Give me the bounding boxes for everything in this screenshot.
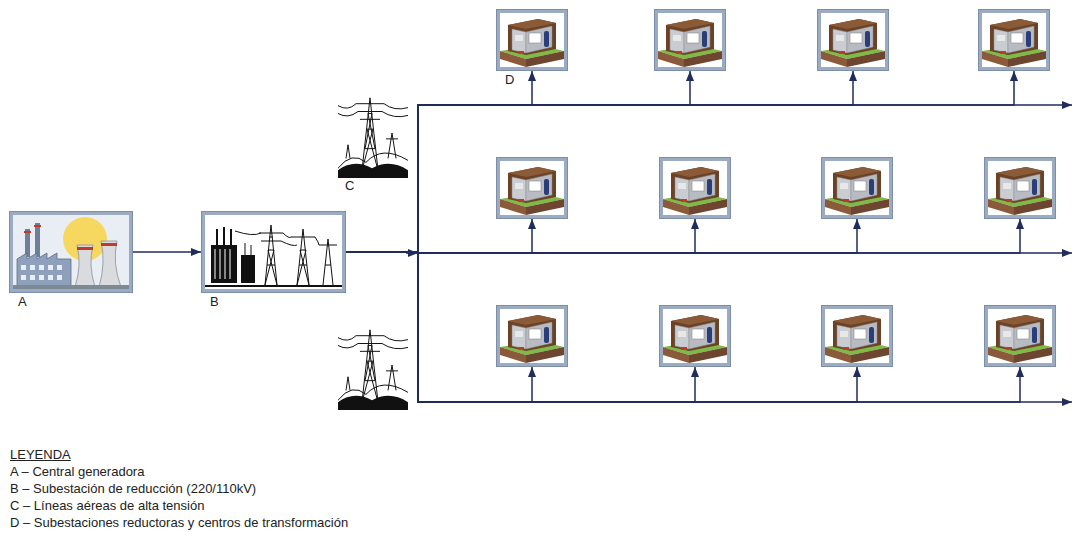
node-letter: A [18,294,27,309]
connector [345,219,695,253]
connector [345,219,532,253]
legend-text: A – Central generadora [10,464,144,479]
transformer-center-box [497,306,567,366]
transformer-center-box: D [497,10,567,70]
legend-text: B – Subestación de reducción (220/110kV) [10,481,256,496]
legend-text: D – Subestaciones reductoras y centros d… [10,515,348,530]
legend-heading: LEYENDA [10,446,348,463]
transformer-center-box [985,158,1055,218]
node-illustration [825,161,889,215]
line-letter: C [345,178,354,193]
node-illustration [663,161,727,215]
substation-box: B [202,212,345,292]
power-plant-box: A [10,212,132,292]
node-illustration [988,161,1052,215]
legend-entry: B – Subestación de reducción (220/110kV) [10,480,348,497]
legend-entry: D – Subestaciones reductoras y centros d… [10,514,348,531]
connector [345,71,690,252]
legend: LEYENDAA – Central generadora B – Subesta… [10,446,348,531]
node-illustration [821,13,885,67]
transformer-center-box [822,306,892,366]
transformer-center-box [818,10,888,70]
connector [345,252,857,402]
connector [345,219,857,253]
node-illustration [663,309,727,363]
node-illustration [500,13,564,67]
node-illustration [13,215,129,289]
legend-entry: C – Líneas aéreas de alta tensión [10,497,348,514]
transformer-center-box [822,158,892,218]
node-letter: B [210,294,219,309]
connector [345,219,1020,253]
node-illustration [205,215,342,289]
transformer-center-box [660,158,730,218]
node-illustration [658,13,722,67]
node-illustration [982,13,1046,67]
overhead-line-icon [338,330,408,410]
transformer-center-box [655,10,725,70]
connector [345,252,695,402]
connector [345,71,1014,252]
node-illustration [825,309,889,363]
connector [345,252,1020,402]
transformer-center-box [497,158,567,218]
node-illustration [500,161,564,215]
connector [132,251,201,253]
node-illustration [500,309,564,363]
node-letter: D [505,72,514,87]
transformer-center-box [660,306,730,366]
transformer-center-box [979,10,1049,70]
transformer-center-box [985,306,1055,366]
connector [345,71,853,252]
node-illustration [988,309,1052,363]
legend-entry: A – Central generadora [10,463,348,480]
overhead-line-icon [338,98,408,178]
legend-text: C – Líneas aéreas de alta tensión [10,498,204,513]
